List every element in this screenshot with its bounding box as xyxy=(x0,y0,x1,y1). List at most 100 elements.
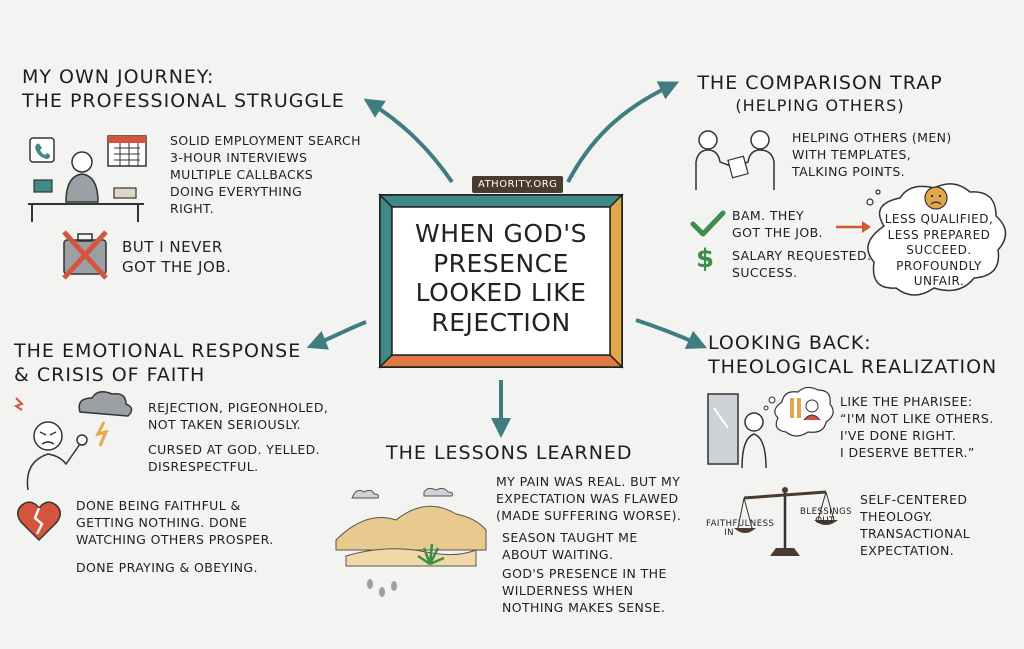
scale-left-line: IN xyxy=(724,528,734,539)
emotional-rejection: REJECTION, PIGEONHOLED, NOT TAKEN SERIOU… xyxy=(148,400,328,434)
lessons-season-line: SEASON TAUGHT ME xyxy=(502,530,638,545)
brand-tag: ATHORITY.ORG xyxy=(472,176,564,193)
lessons-pain: MY PAIN WAS REAL. BUT MY EXPECTATION WAS… xyxy=(496,474,681,525)
theology-line: TRANSACTIONAL xyxy=(860,525,971,541)
looking-back-heading-line: THEOLOGICAL REALIZATION xyxy=(708,355,998,378)
comparison-thought-line: SUCCEED. xyxy=(906,243,972,258)
lessons-pain-line: EXPECTATION WAS FLAWED xyxy=(496,490,679,506)
emotional-rejection-line: NOT TAKEN SERIOUSLY. xyxy=(148,416,301,432)
lessons-season-line: ABOUT WAITING. xyxy=(502,546,614,562)
comparison-bam-line: GOT THE JOB. xyxy=(732,224,823,240)
journey-items: SOLID EMPLOYMENT SEARCH 3-HOUR INTERVIEW… xyxy=(170,133,361,217)
desert-wilderness-icon xyxy=(335,487,487,597)
looking-back-heading: LOOKING BACK: THEOLOGICAL REALIZATION xyxy=(708,332,997,380)
comparison-thought: LESS QUALIFIED, LESS PREPARED SUCCEED. P… xyxy=(880,212,998,290)
mirror-reflection-icon xyxy=(707,386,834,469)
emotional-done: DONE BEING FAITHFUL & GETTING NOTHING. D… xyxy=(76,498,274,549)
journey-result-line: GOT THE JOB. xyxy=(122,257,232,276)
arrow-to-looking-back xyxy=(635,318,708,349)
scale-right-label: BLESSINGS OUT xyxy=(800,507,853,527)
emotional-heading-line: THE EMOTIONAL RESPONSE xyxy=(14,340,302,362)
pharisee-line: I'VE DONE RIGHT. xyxy=(840,427,957,443)
looking-back-heading-line: LOOKING BACK: xyxy=(708,332,872,354)
arrow-right-icon xyxy=(836,221,871,233)
balance-scale-icon xyxy=(734,487,838,556)
arrow-to-comparison xyxy=(566,81,680,183)
center-title-line: PRESENCE xyxy=(433,248,569,278)
theology-line: THEOLOGY. xyxy=(860,508,933,524)
emotional-done-line: WATCHING OTHERS PROSPER. xyxy=(76,531,274,547)
comparison-helping-line: WITH TEMPLATES, xyxy=(792,146,912,162)
journey-item: 3-HOUR INTERVIEWS xyxy=(170,149,308,165)
comparison-thought-line: LESS PREPARED xyxy=(887,227,991,242)
comparison-bam-line: BAM. THEY xyxy=(732,208,805,223)
lessons-season: SEASON TAUGHT ME ABOUT WAITING. xyxy=(502,530,638,564)
angry-person-icon xyxy=(13,391,133,491)
emotional-done-line: GETTING NOTHING. DONE xyxy=(76,514,248,530)
comparison-heading: THE COMPARISON TRAP (HELPING OTHERS) xyxy=(684,72,956,116)
looking-back-theology: SELF-CENTERED THEOLOGY. TRANSACTIONAL EX… xyxy=(860,492,970,560)
rejected-briefcase-icon xyxy=(62,230,108,280)
emotional-rejection-line: REJECTION, PIGEONHOLED, xyxy=(148,400,329,415)
journey-item: MULTIPLE CALLBACKS xyxy=(170,166,314,182)
theology-line: SELF-CENTERED xyxy=(860,492,968,507)
comparison-bam: BAM. THEY GOT THE JOB. xyxy=(732,208,823,242)
comparison-salary-line: SALARY REQUESTED. xyxy=(732,248,872,263)
lessons-presence-line: NOTHING MAKES SENSE. xyxy=(502,599,666,615)
two-men-handshake-icon xyxy=(695,130,775,190)
journey-heading-line: MY OWN JOURNEY: xyxy=(22,66,215,88)
checkmark-icon xyxy=(690,210,726,237)
office-desk-icon xyxy=(28,135,147,222)
journey-item: RIGHT. xyxy=(170,200,214,216)
theology-line: EXPECTATION. xyxy=(860,542,955,558)
pharisee-line: I DESERVE BETTER.” xyxy=(840,444,975,460)
lessons-pain-line: (MADE SUFFERING WORSE). xyxy=(496,507,682,523)
journey-result-line: BUT I NEVER xyxy=(122,238,223,256)
pharisee-line: “I'M NOT LIKE OTHERS. xyxy=(840,410,994,426)
center-frame: WHEN GOD'S PRESENCE LOOKED LIKE REJECTIO… xyxy=(378,193,624,369)
center-title: WHEN GOD'S PRESENCE LOOKED LIKE REJECTIO… xyxy=(400,219,602,337)
dollar-icon: $ xyxy=(696,244,715,274)
lessons-heading: THE LESSONS LEARNED xyxy=(386,442,633,464)
emotional-praying: DONE PRAYING & OBEYING. xyxy=(76,560,258,575)
lessons-presence-line: GOD'S PRESENCE IN THE xyxy=(502,566,667,581)
emotional-cursed: CURSED AT GOD. YELLED. DISRESPECTFUL. xyxy=(148,442,320,476)
lessons-presence-line: WILDERNESS WHEN xyxy=(502,582,634,598)
journey-result: BUT I NEVER GOT THE JOB. xyxy=(122,238,231,277)
journey-item: SOLID EMPLOYMENT SEARCH xyxy=(170,133,361,148)
comparison-helping-line: TALKING POINTS. xyxy=(792,163,906,179)
emotional-cursed-line: DISRESPECTFUL. xyxy=(148,458,259,474)
emotional-cursed-line: CURSED AT GOD. YELLED. xyxy=(148,442,321,457)
scale-right-line: BLESSINGS xyxy=(800,507,853,517)
journey-heading: MY OWN JOURNEY: THE PROFESSIONAL STRUGGL… xyxy=(22,66,345,114)
thought-cloud-icon xyxy=(866,183,1007,296)
emotional-heading-line: & CRISIS OF FAITH xyxy=(14,363,206,386)
scale-right-line: OUT xyxy=(815,516,835,527)
scale-left-line: FAITHFULNESS xyxy=(706,519,775,529)
center-title-line: WHEN GOD'S xyxy=(414,219,587,248)
arrow-to-emotional xyxy=(306,320,367,350)
comparison-thought-line: PROFOUNDLY xyxy=(896,258,982,273)
journey-item: DOING EVERYTHING xyxy=(170,183,303,199)
pharisee-line: LIKE THE PHARISEE: xyxy=(840,394,973,409)
comparison-helping-line: HELPING OTHERS (MEN) xyxy=(792,130,952,145)
center-title-line: REJECTION xyxy=(431,307,571,337)
lessons-pain-line: MY PAIN WAS REAL. BUT MY xyxy=(496,474,681,489)
comparison-helping: HELPING OTHERS (MEN) WITH TEMPLATES, TAL… xyxy=(792,130,952,181)
comparison-thought-line: UNFAIR. xyxy=(913,274,965,289)
center-title-line: LOOKED LIKE xyxy=(415,278,587,307)
scale-left-label: FAITHFULNESS IN xyxy=(706,519,775,539)
looking-back-pharisee: LIKE THE PHARISEE: “I'M NOT LIKE OTHERS.… xyxy=(840,394,994,462)
emotional-heading: THE EMOTIONAL RESPONSE & CRISIS OF FAITH xyxy=(14,340,301,388)
comparison-thought-line: LESS QUALIFIED, xyxy=(884,212,994,226)
comparison-heading-line: (HELPING OTHERS) xyxy=(735,95,905,115)
journey-heading-line: THE PROFESSIONAL STRUGGLE xyxy=(22,89,345,112)
comparison-heading-line: THE COMPARISON TRAP xyxy=(697,72,943,94)
lessons-presence: GOD'S PRESENCE IN THE WILDERNESS WHEN NO… xyxy=(502,566,667,617)
comparison-salary: SALARY REQUESTED. SUCCESS. xyxy=(732,248,871,282)
emotional-done-line: DONE BEING FAITHFUL & xyxy=(76,498,241,513)
comparison-salary-line: SUCCESS. xyxy=(732,264,798,280)
arrow-to-journey xyxy=(363,98,454,184)
broken-heart-icon xyxy=(17,501,61,542)
